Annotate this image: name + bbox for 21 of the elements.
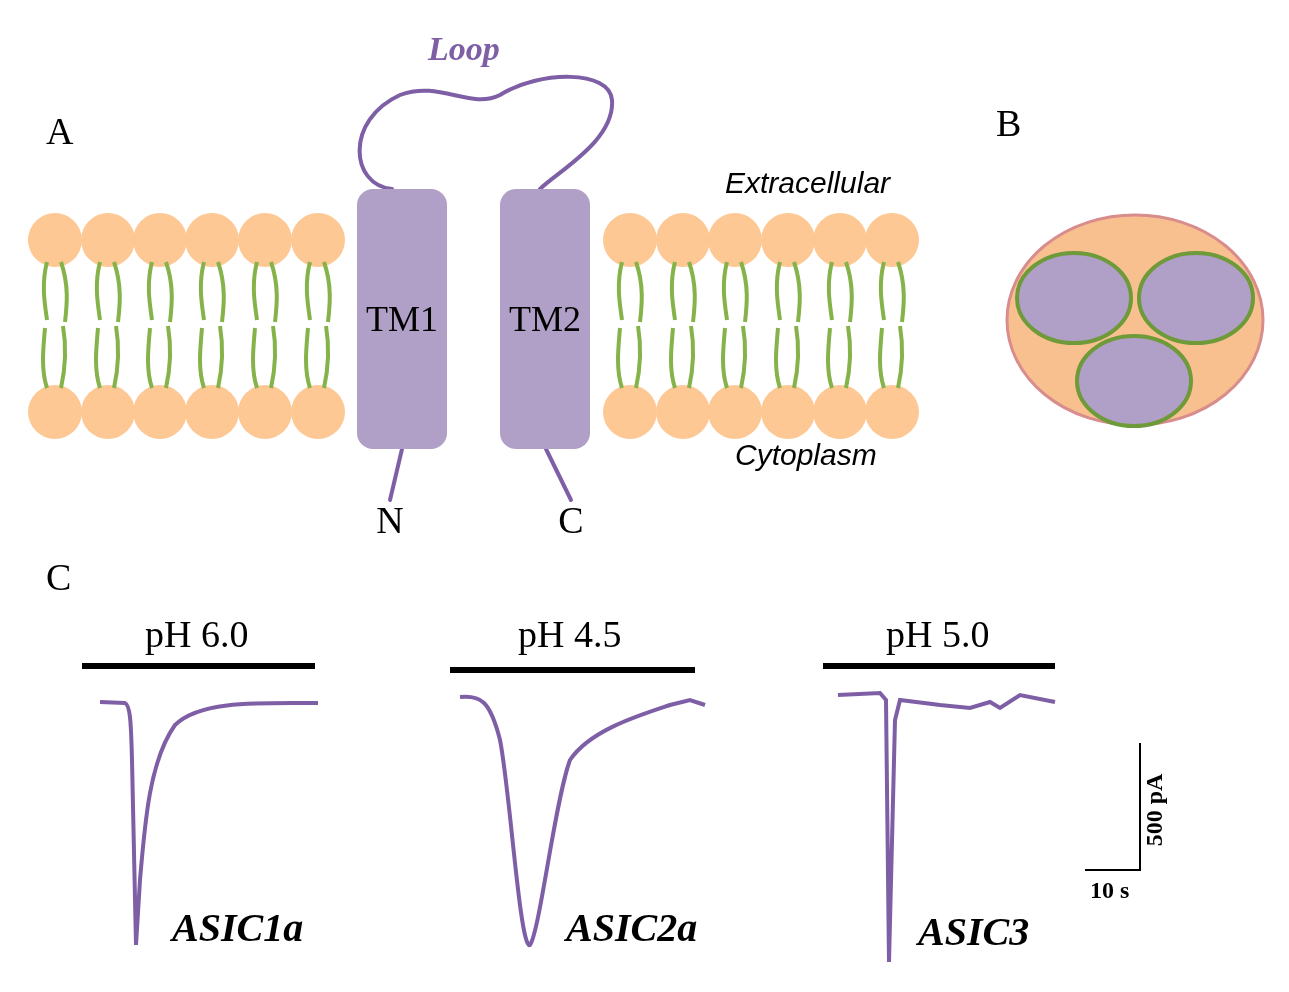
transmembrane-domain: TM1 <box>357 189 447 449</box>
stimulus-label: pH 5.0 <box>886 615 990 653</box>
terminus-label: N <box>376 500 404 540</box>
trace-label: ASIC2a <box>566 908 698 948</box>
scale-label: 500 pA <box>1142 773 1167 847</box>
terminal-line <box>544 447 573 502</box>
trace-label: ASIC1a <box>172 908 304 948</box>
transmembrane-domain: TM2 <box>500 189 590 449</box>
region-label: Cytoplasm <box>735 440 877 470</box>
panel-letter: B <box>996 104 1022 142</box>
loop-line <box>357 74 614 191</box>
stimulus-label: pH 4.5 <box>518 615 622 653</box>
panel-letter: C <box>46 558 72 596</box>
trace-label: ASIC3 <box>918 912 1030 952</box>
region-label: Extracellular <box>725 168 891 198</box>
panel-letter: A <box>46 112 74 150</box>
edge-label: Loop <box>428 32 500 66</box>
terminal-line <box>388 447 404 502</box>
terminus-label: C <box>556 500 586 540</box>
scale-label: 10 s <box>1090 878 1130 902</box>
stimulus-label: pH 6.0 <box>145 615 249 653</box>
